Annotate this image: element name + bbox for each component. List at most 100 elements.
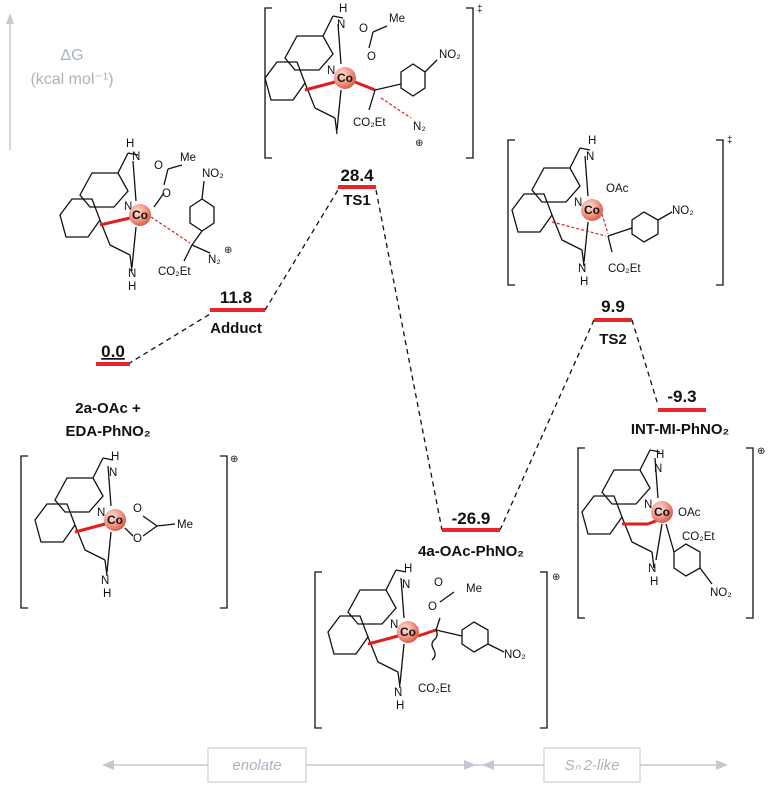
group-me: Me <box>177 519 193 531</box>
group-n2: N₂ <box>413 121 426 133</box>
group-co2et: CO₂Et <box>353 117 386 129</box>
region-enolate-label: enolate <box>232 757 281 774</box>
atom-h: H <box>580 276 588 288</box>
level-label: TS1 <box>343 192 371 209</box>
charge-symbol: ⊕ <box>552 572 560 583</box>
atom-h: H <box>111 451 119 463</box>
atom-h: H <box>650 576 658 588</box>
axis-unit: (kcal mol⁻¹) <box>30 71 113 88</box>
group-no2: NO₂ <box>672 205 694 217</box>
atom-n: N <box>648 563 656 575</box>
atom-n: N <box>578 263 586 275</box>
level-label-2: EDA-PhNO₂ <box>66 423 151 440</box>
level-ts1: 28.4 TS1 <box>338 166 376 209</box>
charge-symbol: ⊕ <box>230 454 238 465</box>
atom-n: N <box>124 201 132 213</box>
axis-symbol: ΔG <box>60 47 83 64</box>
group-oac: OAc <box>678 507 701 519</box>
region-sn2-label: Sₙ 2-like <box>565 757 620 774</box>
group-no2: NO₂ <box>710 587 732 599</box>
level-value: 11.8 <box>220 288 252 307</box>
level-label: 2a-OAc + <box>75 400 141 417</box>
group-no2: NO₂ <box>202 168 224 180</box>
atom-o: O <box>154 160 163 172</box>
structure-ts2: ‡ H N N OAc NO₂ N H CO₂Et Co <box>507 135 733 288</box>
atom-n: N <box>394 687 402 699</box>
group-co2et: CO₂Et <box>608 263 641 275</box>
atom-h: H <box>404 563 412 575</box>
atom-n: N <box>97 507 105 519</box>
cobalt-center: Co <box>107 513 123 527</box>
region-box-enolate <box>207 747 307 783</box>
group-me: Me <box>466 583 482 595</box>
atom-h: H <box>396 700 404 712</box>
atom-n: N <box>574 197 582 209</box>
cobalt-center: Co <box>584 203 600 217</box>
structure-reactant: ⊕ H N N O O Me N H Co <box>20 451 238 609</box>
atom-n: N <box>390 619 398 631</box>
level-label: INT-MI-PhNO₂ <box>631 421 729 438</box>
level-value: 28.4 <box>340 166 374 185</box>
group-co2et: CO₂Et <box>158 266 191 278</box>
group-n2: N₂ <box>208 254 221 266</box>
group-no2: NO₂ <box>504 649 526 661</box>
level-adduct: 11.8 Adduct <box>210 288 265 337</box>
atom-n: N <box>654 463 662 475</box>
level-value: 0.0 <box>101 342 125 361</box>
atom-o: O <box>133 503 142 515</box>
structure-adduct: H N N N H O O Me NO₂ N₂ ⊕ CO₂Et Co <box>59 138 232 293</box>
level-label: Adduct <box>210 320 262 337</box>
ts-symbol: ‡ <box>477 4 483 15</box>
atom-n: N <box>327 65 335 77</box>
level-reactant: 0.0 2a-OAc + EDA-PhNO₂ <box>66 342 151 440</box>
atom-h: H <box>339 3 347 15</box>
group-oac: OAc <box>606 183 629 195</box>
cobalt-center: Co <box>132 208 148 222</box>
atom-h: H <box>103 588 111 600</box>
atom-o: O <box>359 23 368 35</box>
atom-n: N <box>402 579 410 591</box>
atom-n: N <box>586 151 594 163</box>
level-label: 4a-OAc-PhNO₂ <box>418 543 524 560</box>
atom-o: O <box>434 577 443 589</box>
atom-h: H <box>128 281 136 293</box>
region-axis: enolate Sₙ 2-like <box>102 747 728 783</box>
group-me: Me <box>389 13 405 25</box>
level-value: -9.3 <box>667 387 696 406</box>
group-me: Me <box>180 152 196 164</box>
region-box-sn2 <box>543 747 641 783</box>
charge-plus: ⊕ <box>224 245 232 256</box>
level-ts2: 9.9 TS2 <box>594 297 632 348</box>
charge-symbol: ⊕ <box>757 446 765 457</box>
atom-h: H <box>656 449 664 461</box>
atom-o: O <box>162 188 171 200</box>
atom-n: N <box>109 467 117 479</box>
charge-plus: ⊕ <box>415 138 423 149</box>
atom-h: H <box>126 138 134 150</box>
level-value: 9.9 <box>601 297 625 316</box>
atom-n: N <box>128 268 136 280</box>
cobalt-center: Co <box>654 505 670 519</box>
atom-h: H <box>588 135 596 147</box>
cobalt-center: Co <box>337 71 353 85</box>
ts-symbol: ‡ <box>727 135 733 146</box>
group-co2et: CO₂Et <box>682 531 715 543</box>
cobalt-center: Co <box>400 625 416 639</box>
structure-intermediate: ⊕ H N N OAc CO₂Et NO₂ N H Co <box>577 446 765 619</box>
atom-o: O <box>428 601 437 613</box>
level-int: -9.3 INT-MI-PhNO₂ <box>631 387 729 438</box>
atom-n: N <box>132 151 140 163</box>
atom-o: O <box>133 533 142 545</box>
level-4a: -26.9 4a-OAc-PhNO₂ <box>418 509 524 560</box>
atom-o: O <box>367 51 376 63</box>
pathway-connectors <box>127 189 659 531</box>
group-no2: NO₂ <box>439 49 461 61</box>
structure-ts1: ‡ H N N O O Me NO₂ CO <box>264 3 483 159</box>
atom-n: N <box>337 19 345 31</box>
group-co2et: CO₂Et <box>418 683 451 695</box>
level-value: -26.9 <box>452 509 491 528</box>
atom-n: N <box>101 575 109 587</box>
y-axis: ΔG (kcal mol⁻¹) <box>6 13 114 150</box>
